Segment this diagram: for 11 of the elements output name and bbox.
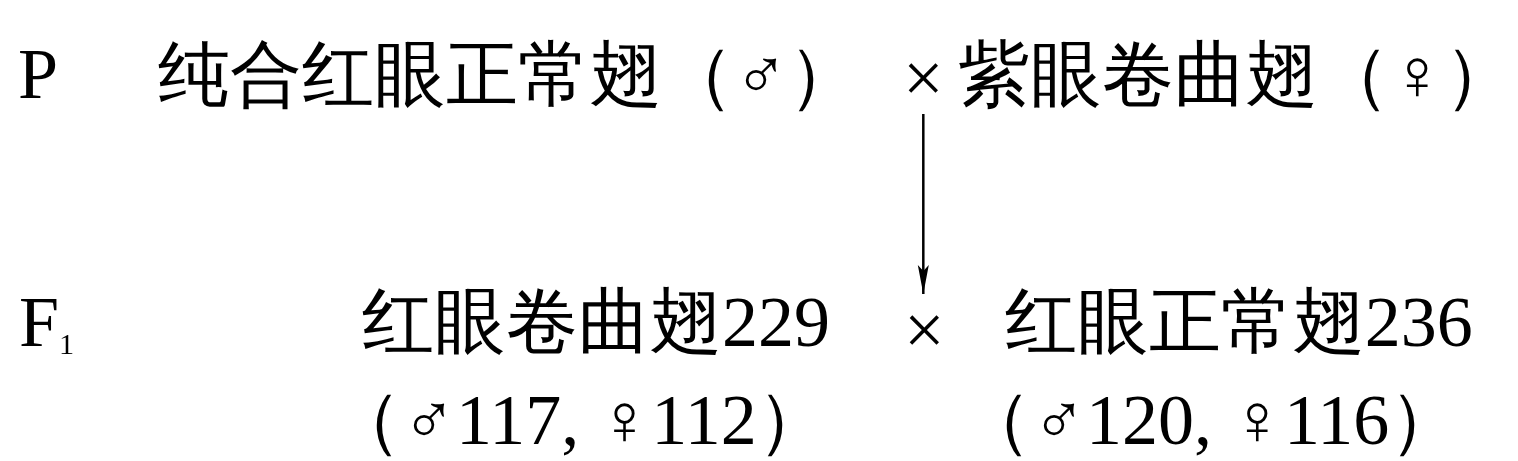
offspring-sex-count: （♂120, ♀116） [960, 384, 1462, 456]
parent-phenotype: 紫眼卷曲翅（♀） [958, 39, 1516, 111]
offspring-phenotype: 红眼卷曲翅229 [362, 286, 830, 358]
generation-label: F$_{1}$ [19, 286, 75, 358]
parent-phenotype: 纯合红眼正常翅（♂） [158, 39, 860, 111]
offspring-phenotype: 红眼正常翅236 [1004, 286, 1473, 358]
cross-symbol: × [904, 294, 945, 366]
arrow [917, 114, 929, 294]
offspring-sex-count: （♂117, ♀112） [330, 384, 829, 456]
cross-symbol: × [903, 42, 944, 114]
generation-label: P [18, 38, 59, 110]
